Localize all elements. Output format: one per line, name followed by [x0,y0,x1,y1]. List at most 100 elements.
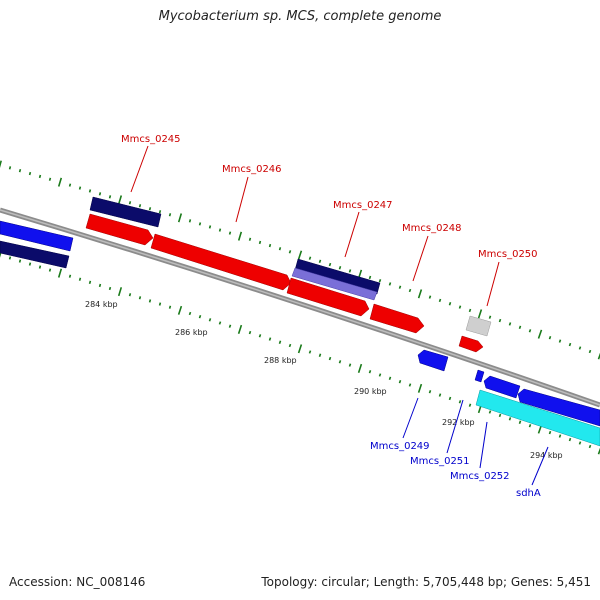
inner-track-minor-tick [388,376,392,381]
outer-track-minor-tick [348,269,352,273]
outer-track-minor-tick [498,318,502,323]
outer-track-minor-tick [218,228,222,232]
outer-track-minor-tick [588,349,592,354]
inner-track-minor-tick [28,262,32,266]
accession-text: Accession: NC_008146 [9,575,146,589]
inner-track-minor-tick [78,277,82,281]
outer-track-minor-tick [8,166,12,170]
outer-track-major-tick [177,213,183,223]
inner-track-minor-tick [288,343,292,348]
outer-track-minor-tick [288,250,292,254]
outer-track-minor-tick [308,256,312,260]
forward-strand-features [85,196,492,353]
outer-track-minor-tick [168,213,172,217]
outer-track-minor-tick [108,195,112,199]
inner-track-minor-tick [458,400,462,404]
inner-track-minor-tick [138,296,142,300]
outer-track-minor-tick [38,174,42,179]
inner-track-minor-tick [318,353,322,357]
outer-track-major-tick [297,250,303,260]
inner-track-minor-tick [568,437,572,442]
inner-track-major-tick [57,268,63,278]
feature-sdha-gene [517,388,600,427]
inner-track-minor-tick [508,417,512,421]
ruler-label-292: 292 kbp [442,418,475,427]
ruler-label-284: 284 kbp [85,300,118,309]
inner-track-minor-tick [248,330,252,335]
gene-label-mmcs-0247: Mmcs_0247 [333,200,393,211]
inner-track-minor-tick [148,299,152,303]
gene-label-sdha: sdhA [516,488,541,499]
outer-track-minor-tick [88,189,92,193]
inner-track-major-tick [597,447,600,455]
gene-label-mmcs-0252: Mmcs_0252 [450,471,510,482]
outer-track-minor-tick [328,262,332,267]
inner-track-minor-tick [158,302,162,306]
inner-track-minor-tick [18,259,22,263]
inner-track-minor-tick [518,420,522,424]
outer-track-minor-tick [488,315,492,319]
outer-track-minor-tick [48,177,52,181]
outer-track-minor-tick [578,346,582,350]
outer-track-minor-tick [138,204,142,208]
outer-track-minor-tick [408,288,412,293]
inner-track-minor-tick [208,318,212,322]
inner-track-minor-tick [428,390,432,394]
inner-track-minor-tick [168,305,172,309]
outer-track-minor-tick [68,183,72,187]
inner-track-minor-tick [408,383,412,387]
outer-track-minor-tick [198,222,202,226]
outer-track-major-tick [117,195,123,205]
inner-track-minor-tick [128,293,132,297]
outer-track-major-tick [237,231,243,241]
feature-left-blue [0,220,74,252]
outer-track-minor-tick [398,285,402,289]
feature-mmcs-0247-cds [291,267,378,301]
inner-track-minor-tick [588,444,592,449]
inner-track-minor-tick [468,403,472,407]
inner-track-minor-tick [88,280,92,285]
outer-track-minor-tick [268,243,272,248]
bottom-gene-labels: Mmcs_0249 Mmcs_0251 Mmcs_0252 sdhA [370,397,549,499]
outer-track-major-tick [537,329,543,339]
inner-track-minor-tick [578,441,582,445]
outer-track-minor-tick [248,237,252,241]
outer-track-minor-tick [158,210,162,214]
inner-track-minor-tick [218,321,222,325]
feature-sdha-cds [475,389,600,447]
outer-track-minor-tick [318,259,322,264]
feature-mmcs-0248-gene [369,303,425,334]
inner-track-minor-tick [488,410,492,414]
inner-track-major-tick [237,324,243,334]
inner-track-minor-tick [558,434,562,438]
outer-track-minor-tick [368,275,372,280]
genome-summary-text: Topology: circular; Length: 5,705,448 bp… [261,575,591,589]
inner-track-minor-tick [68,274,72,278]
inner-track-major-tick [117,287,123,297]
inner-track-minor-tick [278,340,282,344]
outer-track-major-tick [0,160,2,168]
inner-track-minor-tick [108,286,112,291]
inner-track-minor-tick [398,379,402,384]
genome-backbone [0,207,600,408]
feature-mmcs-0246-gene [150,233,292,291]
inner-track-minor-tick [328,356,332,361]
inner-track-major-tick [357,363,363,373]
inner-track-minor-tick [38,265,42,269]
outer-track-minor-tick [278,247,282,251]
outer-track-minor-tick [148,207,152,211]
outer-track-minor-tick [28,171,32,176]
feature-mmcs-0247-gene [286,277,370,317]
top-gene-labels: Mmcs_0245 Mmcs_0246 Mmcs_0247 Mmcs_0248 … [121,134,538,307]
outer-track-minor-tick [548,335,552,340]
feature-mmcs-0245-protein [89,196,162,228]
outer-track-minor-tick [558,339,562,343]
feature-mmcs-0249-gene [417,349,449,372]
gene-label-mmcs-0249: Mmcs_0249 [370,441,430,452]
figure-title: Mycobacterium sp. MCS, complete genome [158,9,442,24]
outer-track-minor-tick [568,342,572,347]
outer-track-minor-tick [18,168,22,173]
outer-track-minor-tick [468,308,472,313]
